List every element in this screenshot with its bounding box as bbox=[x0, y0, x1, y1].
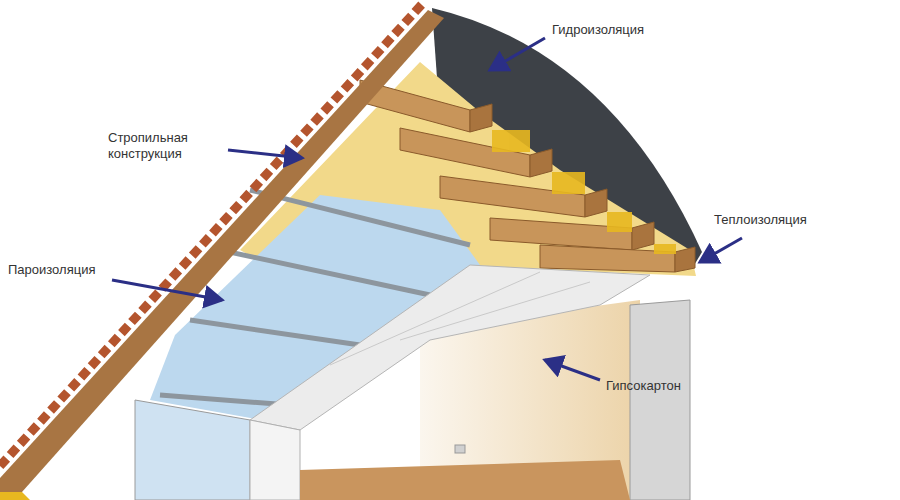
leader-arrows bbox=[112, 38, 742, 380]
part-label: Гидроизоляция bbox=[552, 22, 692, 38]
socket bbox=[455, 445, 465, 453]
insulation-ends bbox=[492, 130, 676, 254]
part-label: Гипсокартон bbox=[606, 378, 726, 394]
floor bbox=[300, 460, 630, 500]
knee-wall bbox=[135, 400, 250, 500]
gypsum-board bbox=[250, 265, 650, 430]
eave bbox=[0, 492, 30, 500]
roof-tiles bbox=[0, 2, 424, 466]
rafter-board bbox=[0, 10, 444, 492]
part-label: Пароизоляция bbox=[8, 262, 118, 278]
part-label: Стропильная конструкция bbox=[108, 130, 224, 162]
knee-board bbox=[250, 420, 300, 500]
side-wall bbox=[630, 300, 690, 500]
part-label: Теплоизоляция bbox=[714, 212, 854, 228]
board-joints bbox=[330, 272, 590, 365]
